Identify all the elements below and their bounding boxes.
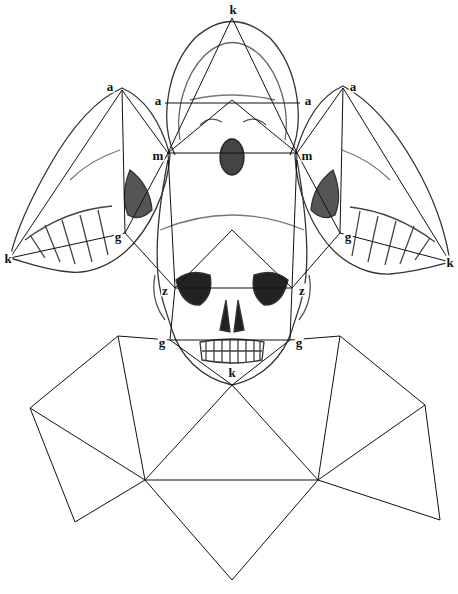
point-letter: g — [114, 230, 123, 243]
point-letter: a — [304, 94, 313, 107]
skull-drawing — [10, 22, 450, 386]
point-letter: m — [152, 149, 165, 162]
point-letter: a — [349, 80, 358, 93]
point-letter: a — [106, 80, 115, 93]
point-letter: g — [344, 230, 353, 243]
point-letter: a — [154, 94, 163, 107]
point-letter: k — [227, 366, 236, 379]
point-letter: k — [3, 252, 12, 265]
point-letter: m — [301, 149, 314, 162]
point-letter: z — [298, 284, 306, 297]
construction-lines — [10, 18, 450, 580]
point-letter: k — [228, 2, 237, 15]
point-letter: k — [445, 256, 454, 269]
point-letter: g — [158, 336, 167, 349]
point-letter: g — [295, 336, 304, 349]
point-letter: z — [161, 284, 169, 297]
